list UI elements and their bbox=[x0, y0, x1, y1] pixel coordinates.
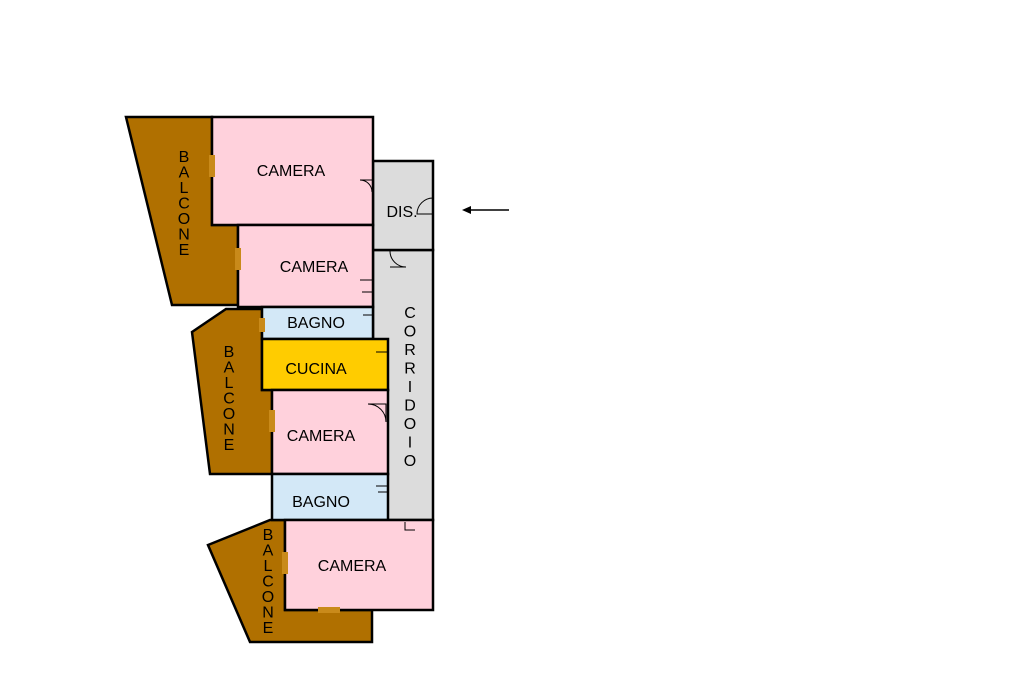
window-marker bbox=[269, 410, 275, 432]
camera-label: CAMERA bbox=[287, 428, 356, 445]
window-marker bbox=[282, 552, 288, 574]
bagno-label: BAGNO bbox=[292, 494, 350, 511]
bagno-room-1 bbox=[260, 305, 375, 341]
bagno-label: BAGNO bbox=[287, 315, 345, 332]
camera-label: CAMERA bbox=[257, 163, 326, 180]
camera-room-1 bbox=[210, 115, 375, 227]
door-swing-icon bbox=[360, 279, 372, 293]
cucina-label: CUCINA bbox=[285, 361, 347, 378]
door-swing-icon bbox=[416, 197, 434, 215]
cucina-room bbox=[260, 337, 390, 392]
door-swing-icon bbox=[367, 403, 387, 423]
window-marker bbox=[318, 607, 340, 613]
camera-label: CAMERA bbox=[318, 558, 387, 575]
door-swing-icon bbox=[404, 522, 415, 531]
camera-label: CAMERA bbox=[280, 259, 349, 276]
bagno-room-2 bbox=[270, 472, 390, 522]
door-swing-icon bbox=[389, 250, 407, 268]
door-swing-icon bbox=[376, 485, 387, 493]
door-swing-icon bbox=[359, 179, 373, 193]
dis-label: DIS. bbox=[386, 204, 417, 221]
left-arrow-icon bbox=[462, 206, 509, 214]
dis-area bbox=[371, 159, 435, 252]
window-marker bbox=[209, 155, 215, 177]
window-marker bbox=[235, 248, 241, 270]
window-marker bbox=[259, 318, 265, 332]
